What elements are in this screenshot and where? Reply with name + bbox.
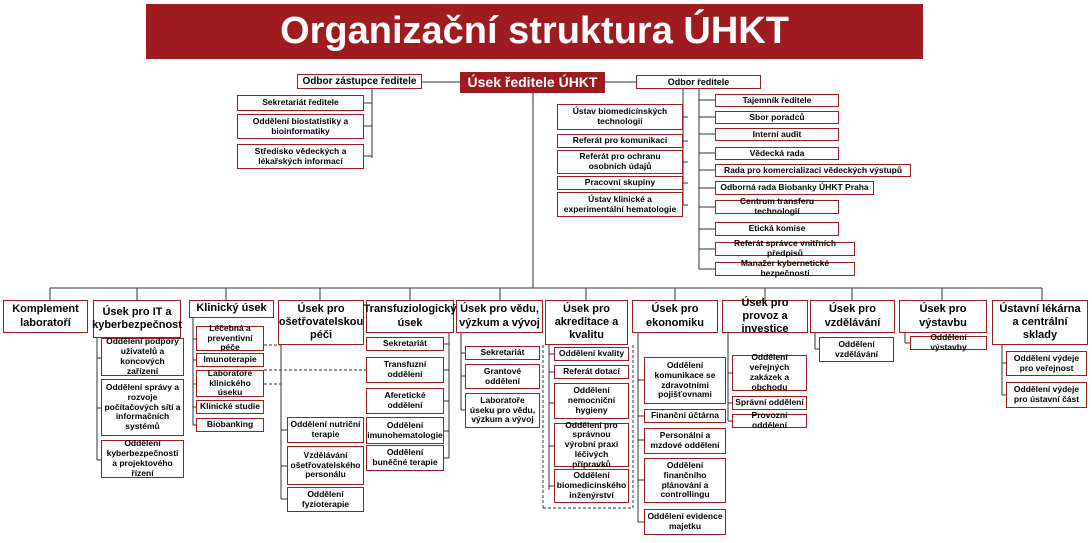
veda-unit: Sekretariát [465, 346, 540, 360]
veda-unit: Laboratoře úseku pro vědu, výzkum a vývo… [465, 393, 540, 428]
klinicky-unit: Laboratoře klinického úseku [196, 368, 264, 397]
section-klinicky: Klinický úsek [189, 300, 274, 318]
it-unit: Oddělení správy a rozvoje počítačových s… [101, 379, 184, 436]
section-lekarna: Ústavní lékárna a centrální sklady [992, 300, 1088, 345]
director-unit: Referát pro komunikaci [557, 134, 683, 148]
provoz-unit: Správní oddělení [732, 396, 807, 410]
it-unit: Oddělení podpory uživatelů a koncových z… [101, 337, 184, 376]
klinicky-unit: Imunoterapie [196, 353, 264, 367]
akreditace-unit: Oddělení biomedicínského inženýrství [554, 469, 629, 503]
akreditace-unit: Referát dotací [554, 365, 629, 379]
deputy-director-office: Odbor zástupce ředitele [297, 74, 422, 89]
ekonomika-unit: Personální a mzdové oddělení [644, 428, 726, 454]
deputy-unit: Středisko vědeckých a lékařských informa… [237, 144, 364, 169]
page-title: Organizační struktura ÚHKT [146, 4, 923, 59]
it-unit: Oddělení kyberbezpečnosti a projektového… [101, 439, 184, 478]
osetrovatelska-unit: Oddělení fyzioterapie [287, 487, 364, 512]
transfuzio-unit: Aferetické oddělení [366, 388, 444, 414]
director-unit: Ústav biomedicínských technologií [557, 104, 683, 130]
akreditace-unit: Oddělení kvality [554, 347, 629, 361]
director-unit: Centrum transferu technologií [715, 196, 839, 216]
director-unit: Manažer kybernetické bezpečnosti [715, 258, 855, 278]
section-transfuzio: Transfuziologický úsek [364, 300, 456, 333]
section-provoz: Úsek pro provoz a investice [722, 297, 808, 335]
ekonomika-unit: Oddělení finančního plánování a controll… [644, 458, 726, 503]
akreditace-unit: Oddělení pro správnou výrobní praxi léči… [554, 420, 629, 469]
director-unit: Referát správce vnitřních předpisů [715, 238, 855, 258]
deputy-unit: Sekretariát ředitele [237, 95, 364, 111]
director-unit: Vědecká rada [715, 147, 839, 160]
section-akreditace: Úsek pro akreditace a kvalitu [545, 300, 628, 345]
transfuzio-unit: Transfuzní oddělení [366, 357, 444, 383]
section-komplement: Komplement laboratoří [3, 300, 88, 333]
osetrovatelska-unit: Vzdělávání ošetřovatelského personálu [287, 446, 364, 485]
section-osetrovatelska: Úsek pro ošetřovatelskou péči [278, 300, 364, 345]
director-unit: Interní audit [715, 128, 839, 141]
section-vystavba: Úsek pro výstavbu [899, 300, 987, 333]
section-veda: Úsek pro vědu, výzkum a vývoj [456, 300, 543, 333]
lekarna-unit: Oddělení výdeje pro ústavní část [1006, 382, 1087, 408]
section-ekonomika: Úsek pro ekonomiku [632, 300, 718, 333]
osetrovatelska-unit: Oddělení nutriční terapie [287, 417, 364, 443]
transfuzio-unit: Oddělení imunohematologie [366, 417, 444, 444]
director-unit: Ústav klinické a experimentální hematolo… [557, 192, 683, 217]
transfuzio-unit: Sekretariát [366, 337, 444, 351]
provoz-unit: Provozní oddělení [732, 410, 807, 430]
director-unit: Pracovní skupiny [557, 176, 683, 190]
director-unit: Odborná rada Biobanky ÚHKT Praha [715, 181, 874, 195]
director-unit: Rada pro komercializaci vědeckých výstup… [715, 164, 911, 177]
transfuzio-unit: Oddělení buněčné terapie [366, 445, 444, 471]
ekonomika-unit: Oddělení evidence majetku [644, 509, 726, 535]
director-section: Úsek ředitele ÚHKT [460, 72, 605, 93]
ekonomika-unit: Oddělení komunikace se zdravotními pojiš… [644, 357, 726, 404]
section-it: Úsek pro IT a kyberbezpečnost [92, 300, 182, 338]
director-unit: Referát pro ochranu osobních údajů [557, 150, 683, 174]
director-unit: Sbor poradců [715, 111, 839, 124]
vystavba-unit: Oddělení výstavby [910, 332, 987, 352]
director-office: Odbor ředitele [636, 75, 761, 89]
akreditace-unit: Oddělení nemocniční hygieny [554, 383, 629, 419]
vzdelavani-unit: Oddělení vzdělávání [819, 337, 894, 362]
klinicky-unit: Klinické studie [196, 400, 264, 414]
ekonomika-unit: Finanční účtárna [644, 409, 726, 423]
director-unit: Tajemník ředitele [715, 94, 839, 107]
lekarna-unit: Oddělení výdeje pro veřejnost [1006, 351, 1087, 376]
klinicky-unit: Biobanking [196, 418, 264, 432]
deputy-unit: Oddělení biostatistiky a bioinformatiky [237, 114, 364, 139]
section-vzdelavani: Úsek pro vzdělávání [810, 300, 895, 333]
veda-unit: Grantové oddělení [465, 364, 540, 389]
director-unit: Etická komise [715, 222, 839, 236]
klinicky-unit: Léčebná a preventivní péče [196, 323, 264, 352]
provoz-unit: Oddělení veřejných zakázek a obchodu [732, 353, 807, 392]
